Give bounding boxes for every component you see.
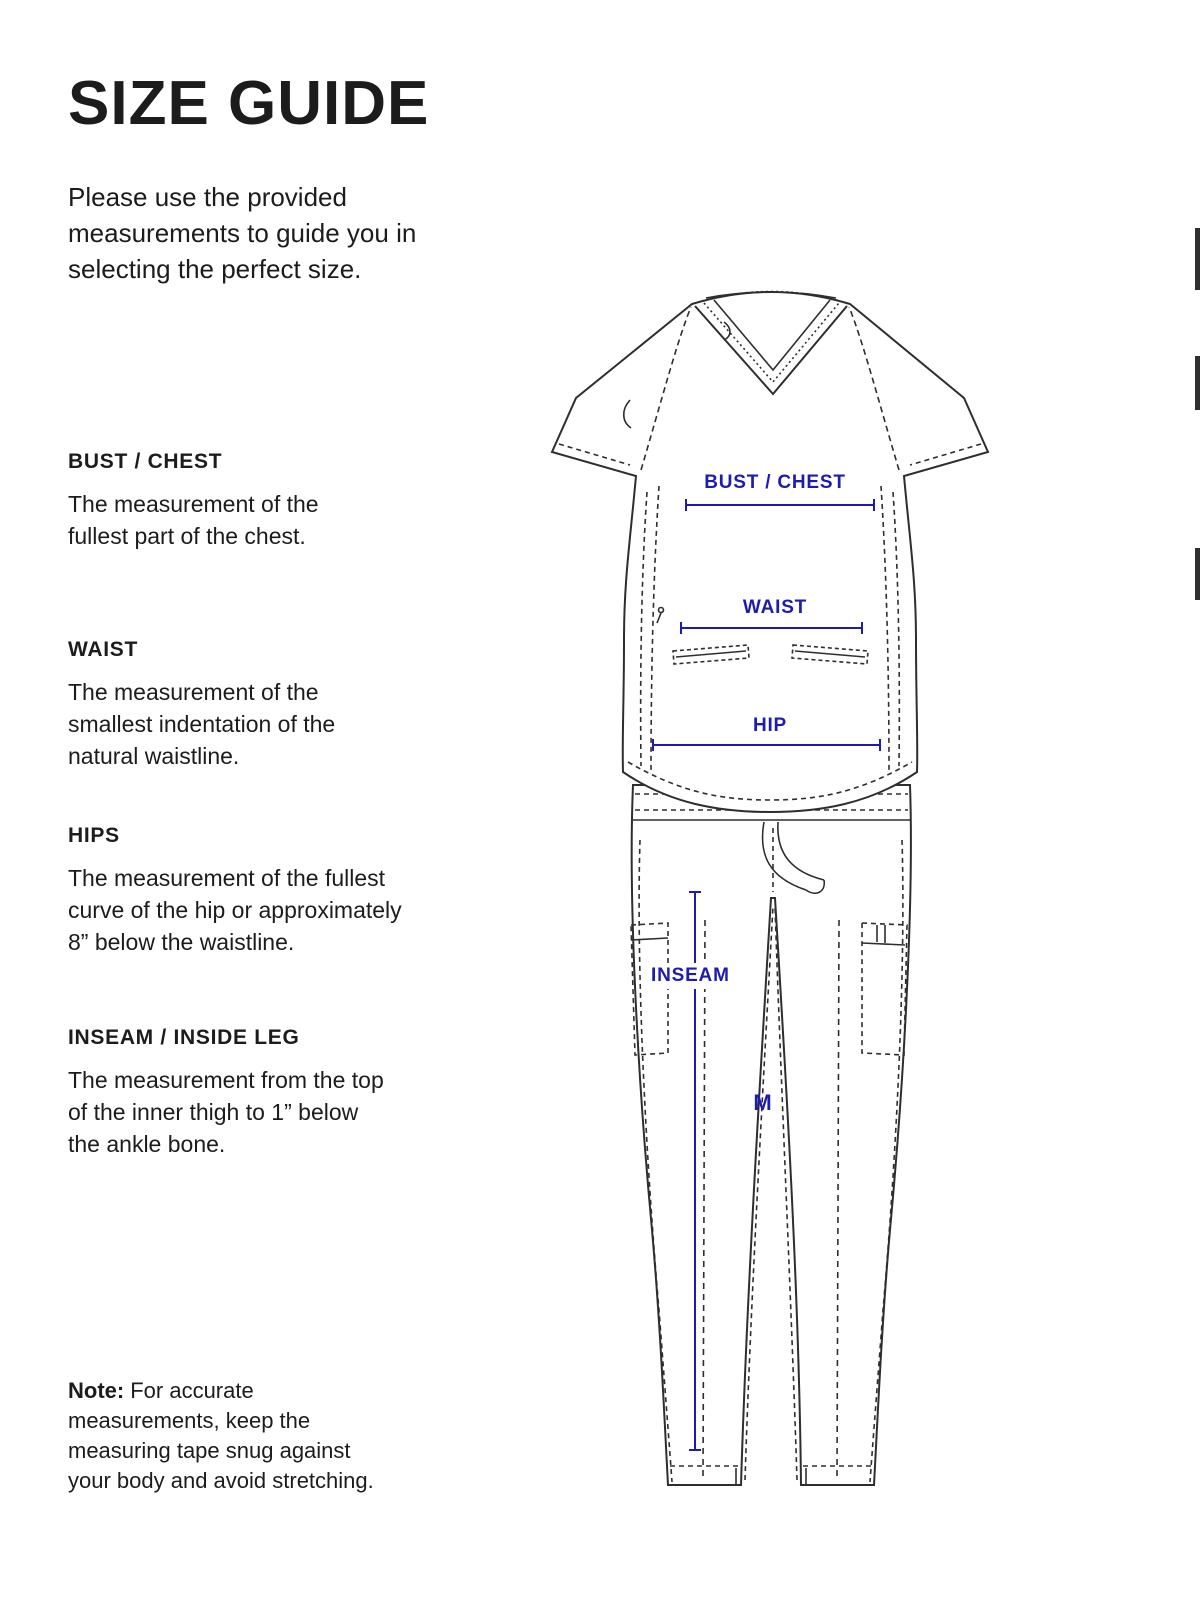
section-heading: INSEAM / INSIDE LEG (68, 1026, 300, 1049)
hip-measure-line (652, 739, 881, 751)
scrub-pants-details (630, 793, 910, 1485)
bust-measure-line (685, 499, 875, 511)
section-heading: BUST / CHEST (68, 450, 223, 473)
intro-text: Please use the provided measurements to … (68, 182, 417, 284)
section-waist: WAIST The measurement of the smallest in… (68, 638, 508, 773)
section-hips: HIPS The measurement of the fullest curv… (68, 824, 508, 959)
section-body: The measurement from the top of the inne… (68, 1067, 384, 1158)
hip-measure-label: HIP (752, 715, 788, 736)
waist-measure-label: WAIST (742, 597, 808, 618)
edge-artifact (1195, 356, 1200, 410)
section-body: The measurement of the smallest indentat… (68, 679, 336, 770)
note-label: Note: (68, 1378, 125, 1403)
scrubs-measurement-diagram: BUST / CHEST WAIST HIP INSEAM M (540, 280, 1000, 1520)
edge-artifact (1195, 548, 1200, 600)
section-heading: HIPS (68, 824, 120, 847)
inseam-measure-label: INSEAM (646, 963, 735, 989)
section-heading: WAIST (68, 638, 138, 661)
edge-artifact (1195, 228, 1200, 290)
section-inseam: INSEAM / INSIDE LEG The measurement from… (68, 1026, 508, 1161)
scrub-pants-illustration (630, 784, 912, 1486)
note-body: For accurate measurements, keep the meas… (68, 1378, 374, 1494)
section-bust-chest: BUST / CHEST The measurement of the full… (68, 450, 508, 552)
bust-measure-label: BUST / CHEST (704, 472, 846, 493)
waist-measure-line (680, 622, 863, 634)
page-title: SIZE GUIDE (68, 69, 430, 138)
inseam-measure-line (689, 891, 701, 1451)
scrub-top-details (558, 290, 982, 801)
measurement-note: Note:For accurate measurements, keep the… (68, 1376, 468, 1497)
section-body: The measurement of the fullest curve of … (68, 865, 402, 956)
size-marker-label: M (753, 1090, 773, 1115)
scrubs-line-art (550, 290, 990, 1486)
scrub-top-illustration (550, 291, 990, 814)
section-body: The measurement of the fullest part of t… (68, 491, 319, 550)
